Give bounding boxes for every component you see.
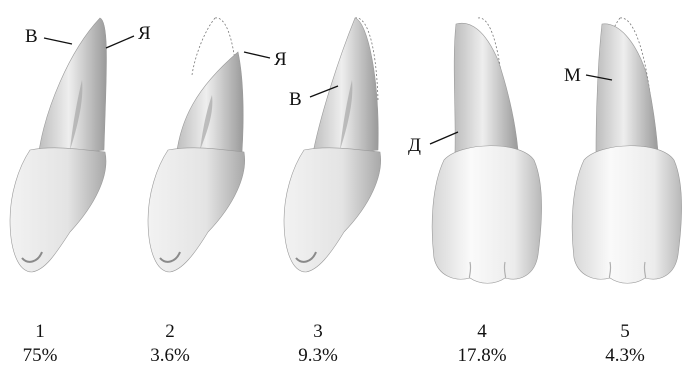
leader-fig4-left	[430, 132, 458, 144]
caption-percent-3: 9.3%	[278, 346, 358, 365]
caption-percent-5: 4.3%	[585, 346, 665, 365]
label-fig1-left: В	[25, 27, 38, 46]
label-fig4-left: Д	[408, 136, 421, 155]
caption-number-4: 4	[442, 322, 522, 341]
tooth-3	[284, 18, 381, 272]
caption-number-5: 5	[585, 322, 665, 341]
tooth-3-crown	[284, 148, 381, 272]
leader-fig1-right	[106, 36, 134, 48]
label-fig5-left: М	[564, 66, 581, 85]
tooth-3-root	[312, 18, 378, 158]
label-fig2-right: Я	[274, 50, 287, 69]
tooth-4	[432, 18, 542, 283]
tooth-1-crown	[10, 148, 106, 272]
label-fig3-left: В	[289, 90, 302, 109]
caption-number-3: 3	[278, 322, 358, 341]
caption-percent-4: 17.8%	[442, 346, 522, 365]
tooth-5	[572, 18, 682, 283]
tooth-1	[10, 18, 107, 272]
caption-percent-1: 75%	[0, 346, 80, 365]
caption-number-1: 1	[0, 322, 80, 341]
tooth-2	[148, 18, 245, 272]
tooth-2-crown	[148, 148, 245, 272]
label-fig1-right: Я	[138, 24, 151, 43]
leader-fig2-right	[244, 52, 270, 58]
tooth-4-root	[454, 23, 518, 152]
caption-number-2: 2	[130, 322, 210, 341]
tooth-5-crown	[572, 146, 682, 284]
tooth-4-crown	[432, 146, 542, 284]
caption-percent-2: 3.6%	[130, 346, 210, 365]
leader-fig1-left	[44, 38, 72, 44]
tooth-5-root	[596, 24, 658, 152]
